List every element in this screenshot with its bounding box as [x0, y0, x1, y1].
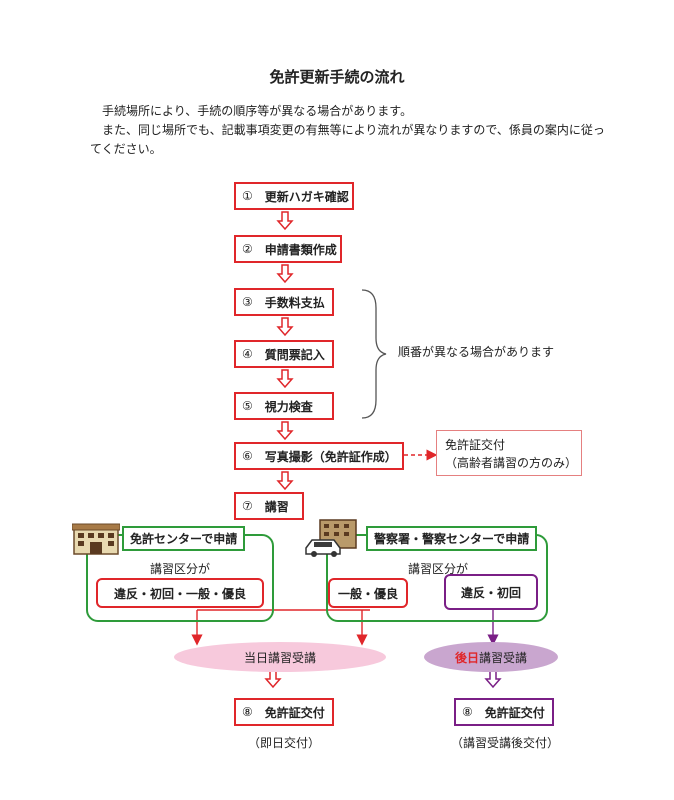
step-arrow-4 — [276, 369, 294, 389]
later-day-course-label: 講習受講 — [479, 650, 528, 665]
step-7-label: 講習 — [264, 499, 289, 514]
final-right-label: 免許証交付 — [484, 705, 545, 720]
step-arrow-1 — [276, 211, 294, 231]
step-5-num: ⑤ — [242, 399, 253, 413]
building-icon — [71, 522, 121, 556]
order-brace — [361, 289, 387, 419]
step-arrow-3 — [276, 317, 294, 337]
intro-text: 手続場所により、手続の順序等が異なる場合があります。 また、同じ場所でも、記載事… — [90, 102, 610, 159]
step-1-label: 更新ハガキ確認 — [264, 189, 349, 204]
step-arrow-2 — [276, 264, 294, 284]
step-4: ④ 質問票記入 — [234, 340, 334, 368]
final-left: ⑧ 免許証交付 — [234, 698, 334, 726]
final-right-caption: （講習受講後交付） — [450, 736, 559, 750]
step-6: ⑥ 写真撮影（免許証作成） — [234, 442, 404, 470]
center-group-head: 免許センターで申請 — [122, 526, 246, 551]
step-arrows — [276, 211, 294, 491]
elderly-issue-box: 免許証交付 （高齢者講習の方のみ） — [436, 430, 582, 476]
same-day-course-label: 当日講習受講 — [243, 650, 316, 665]
center-choice: 違反・初回・一般・優良 — [96, 578, 264, 608]
step-1: ① 更新ハガキ確認 — [234, 182, 354, 210]
final-left-label: 免許証交付 — [264, 705, 325, 720]
step-2-num: ② — [242, 242, 253, 256]
police-choice-violation: 違反・初回 — [444, 574, 538, 610]
later-day-course: 後日講習受講 — [424, 642, 558, 672]
elderly-issue-note: （高齢者講習の方のみ） — [445, 456, 578, 470]
intro-line-1: 手続場所により、手続の順序等が異なる場合があります。 — [102, 104, 413, 118]
center-group-label: 講習区分が — [150, 562, 211, 576]
step-3-num: ③ — [242, 295, 253, 309]
order-note: 順番が異なる場合があります — [398, 345, 555, 359]
step-1-num: ① — [242, 189, 253, 203]
step-3-label: 手数料支払 — [264, 295, 325, 310]
elderly-issue-title: 免許証交付 — [445, 438, 506, 452]
police-choice-general: 一般・優良 — [328, 578, 408, 608]
final-arrow-left — [264, 669, 282, 689]
step-5: ⑤ 視力検査 — [234, 392, 334, 420]
step-4-num: ④ — [242, 347, 253, 361]
step-2: ② 申請書類作成 — [234, 235, 342, 263]
police-station-icon — [304, 518, 360, 558]
step-5-label: 視力検査 — [264, 399, 313, 414]
police-group-head: 警察署・警察センターで申請 — [366, 526, 538, 551]
page-title: 免許更新手続の流れ — [269, 68, 405, 86]
step-7-num: ⑦ — [242, 499, 253, 513]
step-arrow-5 — [276, 421, 294, 441]
final-right: ⑧ 免許証交付 — [454, 698, 554, 726]
step-4-label: 質問票記入 — [264, 347, 325, 362]
police-group-label: 講習区分が — [408, 562, 469, 576]
intro-line-2: また、同じ場所でも、記載事項変更の有無等により流れが異なりますので、係員の案内に… — [90, 123, 605, 156]
final-right-num: ⑧ — [462, 705, 473, 719]
final-arrow-right — [484, 669, 502, 689]
same-day-course: 当日講習受講 — [174, 642, 386, 672]
final-left-caption: （即日交付） — [247, 736, 320, 750]
final-left-num: ⑧ — [242, 705, 253, 719]
step-7: ⑦ 講習 — [234, 492, 304, 520]
step-6-label: 写真撮影（免許証作成） — [264, 449, 397, 464]
step-6-num: ⑥ — [242, 449, 253, 463]
step-arrow-6 — [276, 471, 294, 491]
step-2-label: 申請書類作成 — [264, 242, 337, 257]
step-3: ③ 手数料支払 — [234, 288, 334, 316]
later-day-highlight: 後日 — [454, 650, 479, 665]
